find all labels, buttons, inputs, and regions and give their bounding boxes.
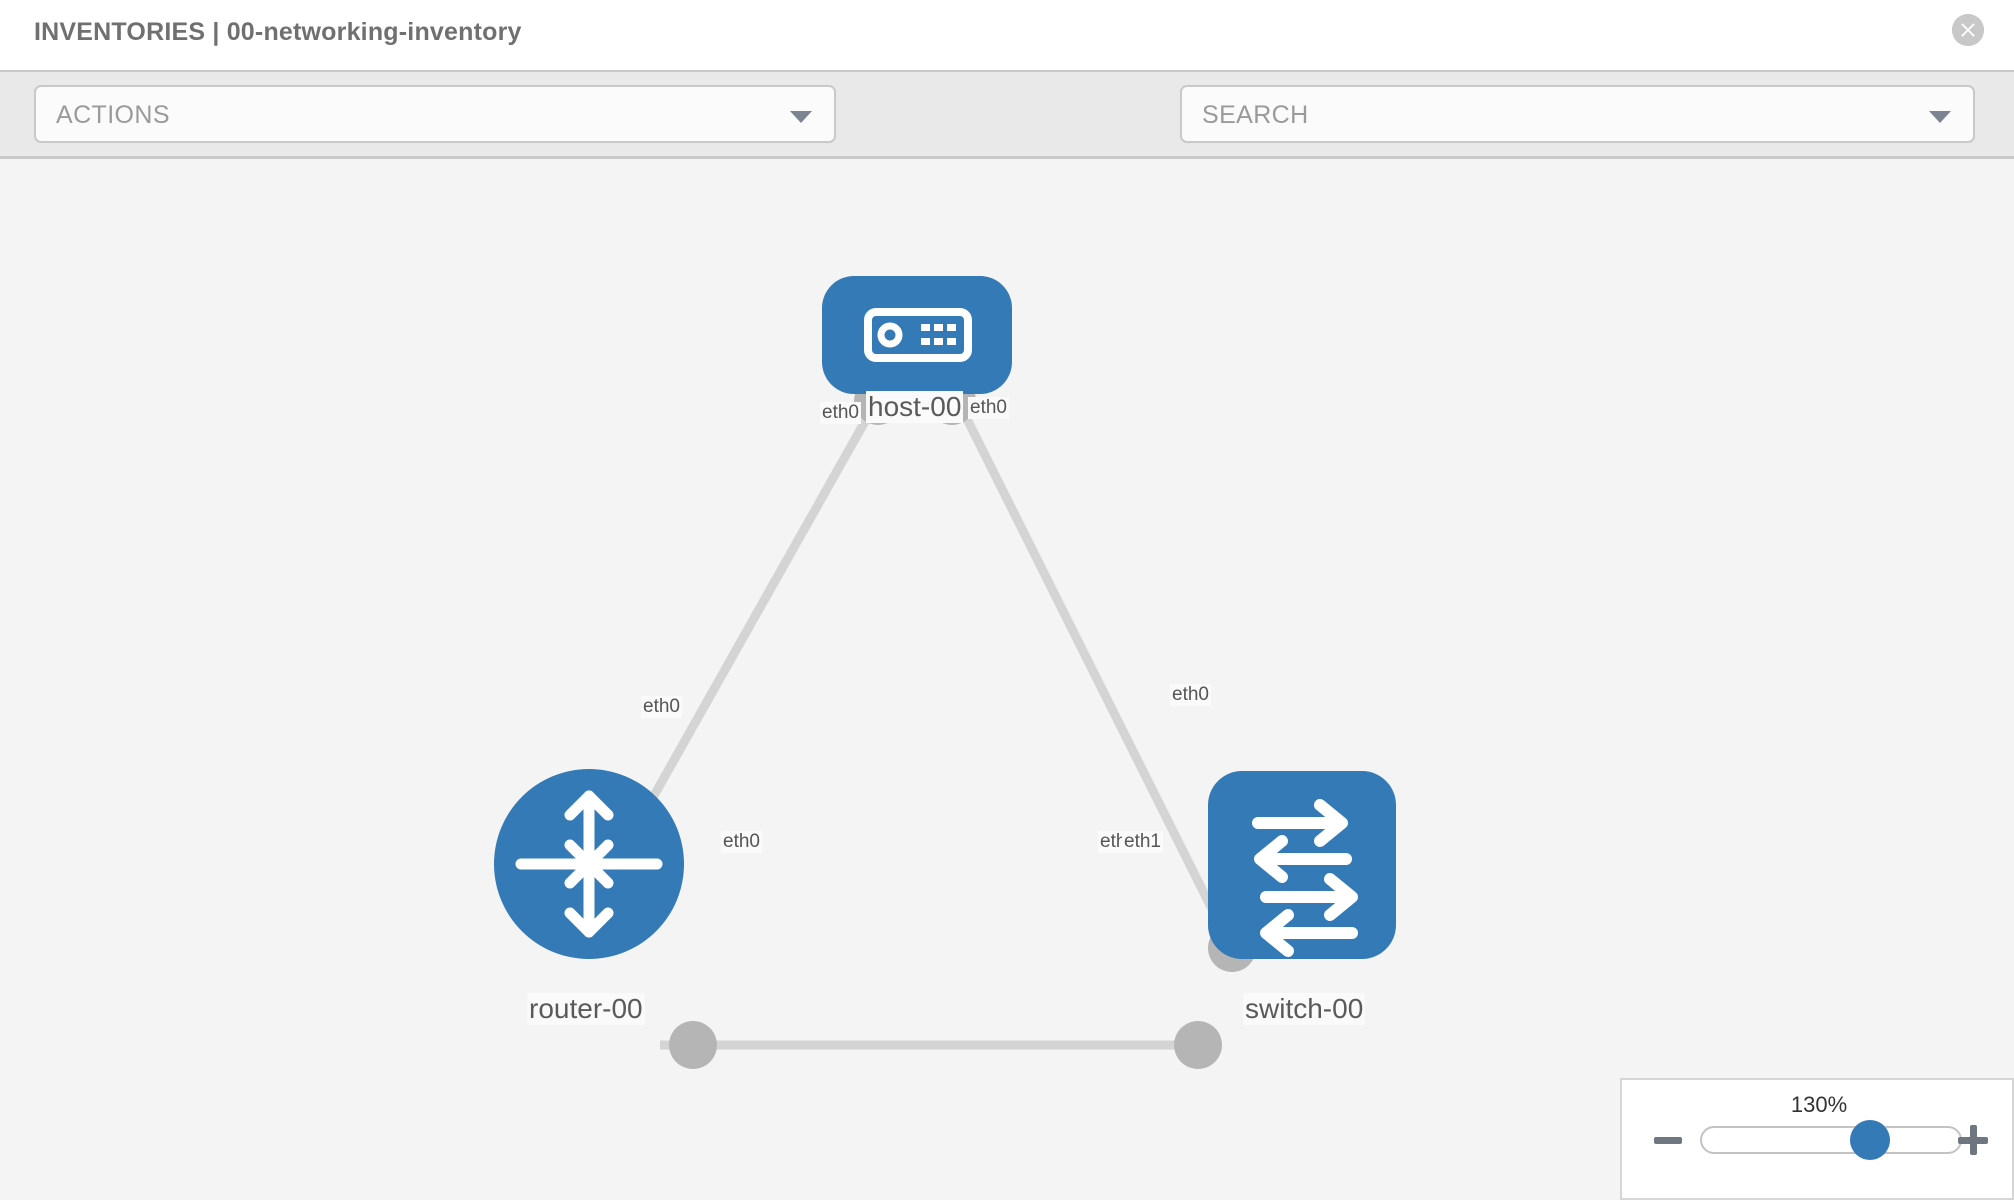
node-router-00[interactable] — [494, 769, 684, 959]
zoom-in-button[interactable] — [1958, 1125, 1988, 1155]
interface-label: eth0 — [1170, 684, 1211, 706]
zoom-out-button[interactable] — [1654, 1137, 1682, 1144]
chevron-down-icon — [790, 111, 812, 123]
interface-label: eth0 — [721, 831, 762, 853]
zoom-slider-track[interactable] — [1700, 1126, 1962, 1154]
close-icon[interactable] — [1952, 14, 1984, 46]
search-input[interactable]: SEARCH — [1180, 85, 1975, 143]
toolbar: ACTIONS SEARCH — [0, 70, 2014, 202]
node-switch-00[interactable] — [1208, 771, 1396, 959]
node-label-switch-00: switch-00 — [1243, 993, 1366, 1026]
node-host-00[interactable] — [822, 276, 1012, 394]
topology-canvas[interactable]: host-00 router-00 switch-00 eth0 eth0 et… — [0, 159, 2014, 1200]
actions-dropdown-label: ACTIONS — [56, 101, 170, 129]
topology-links — [630, 406, 1237, 1050]
link-host00-router00[interactable] — [630, 406, 876, 834]
interface-label: eth — [1098, 831, 1129, 853]
zoom-level-value: 130% — [1790, 1092, 1848, 1117]
interface-label: eth0 — [968, 397, 1009, 419]
page-header: INVENTORIES | 00-networking-inventory — [0, 0, 2014, 70]
search-placeholder: SEARCH — [1202, 101, 1309, 129]
chevron-down-icon — [1929, 111, 1951, 123]
interface-label: eth1 — [1122, 831, 1163, 853]
switch-arrows-icon — [1252, 799, 1358, 957]
node-label-host-00: host-00 — [866, 391, 964, 424]
interface-label: eth0 — [820, 402, 861, 424]
topology-ports — [669, 377, 1256, 1069]
port-switch00-left[interactable] — [1174, 1021, 1222, 1069]
zoom-slider-thumb[interactable] — [1850, 1120, 1890, 1160]
page-title: INVENTORIES | 00-networking-inventory — [34, 18, 522, 46]
link-host00-switch00[interactable] — [957, 406, 1237, 952]
topology-graph — [494, 276, 1396, 1069]
node-label-router-00: router-00 — [527, 993, 645, 1026]
server-icon — [864, 308, 972, 362]
interface-label: eth0 — [641, 696, 682, 718]
zoom-control-panel: 130% — [1620, 1078, 2014, 1200]
port-router00-right[interactable] — [669, 1021, 717, 1069]
actions-dropdown[interactable]: ACTIONS — [34, 85, 836, 143]
router-arrows-icon — [515, 790, 663, 938]
